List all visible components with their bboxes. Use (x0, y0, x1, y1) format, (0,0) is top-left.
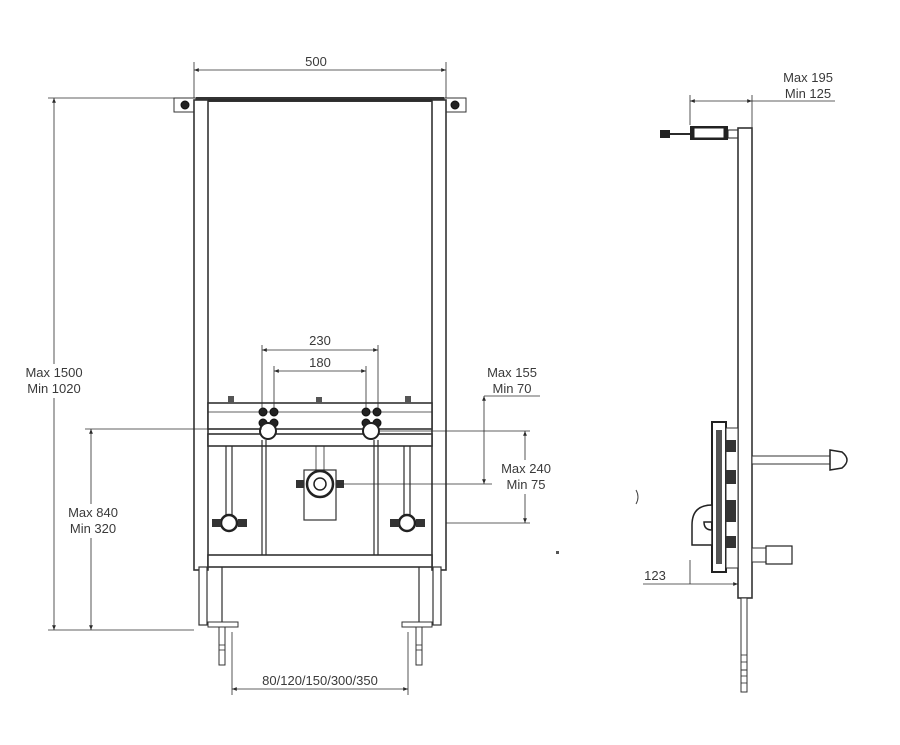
height-dimension: Max 1500 Min 1020 (18, 97, 194, 631)
side-plumbing (691, 421, 848, 573)
wall-anchor-arm (660, 126, 739, 140)
depth-min-label: Min 125 (785, 86, 831, 101)
valves (212, 513, 425, 533)
tap-offset-max-label: Max 155 (487, 365, 537, 380)
drain-connection (296, 469, 344, 499)
foot-spacing-dimension: 80/120/150/300/350 (231, 632, 409, 695)
foot-spacing-label: 80/120/150/300/350 (262, 673, 378, 688)
depth-dimension: Max 195 Min 125 (689, 70, 835, 130)
front-view: 500 (18, 54, 556, 695)
main-frame (193, 99, 447, 571)
tap-inner-label: 180 (309, 355, 331, 370)
right-offset-dimensions: Max 155 Min 70 Max 240 Min 75 (336, 365, 556, 524)
drain-max-label: Max 240 (501, 461, 551, 476)
lower-min-label: Min 320 (70, 521, 116, 536)
offset-dimension: 123 (556, 489, 739, 590)
lower-dimension: Max 840 Min 320 (58, 428, 262, 630)
tap-outer-label: 230 (309, 333, 331, 348)
tap-offset-min-label: Min 70 (492, 381, 531, 396)
height-max-label: Max 1500 (25, 365, 82, 380)
width-label: 500 (305, 54, 327, 69)
side-post (737, 127, 753, 693)
tap-spacing-dimensions: 230 180 (261, 333, 379, 410)
height-min-label: Min 1020 (27, 381, 80, 396)
drain-min-label: Min 75 (506, 477, 545, 492)
legs (198, 566, 442, 666)
lower-max-label: Max 840 (68, 505, 118, 520)
width-dimension: 500 (193, 54, 447, 98)
depth-max-label: Max 195 (783, 70, 833, 85)
side-view: Max 195 Min 125 (556, 70, 848, 693)
offset-label: 123 (644, 568, 666, 583)
